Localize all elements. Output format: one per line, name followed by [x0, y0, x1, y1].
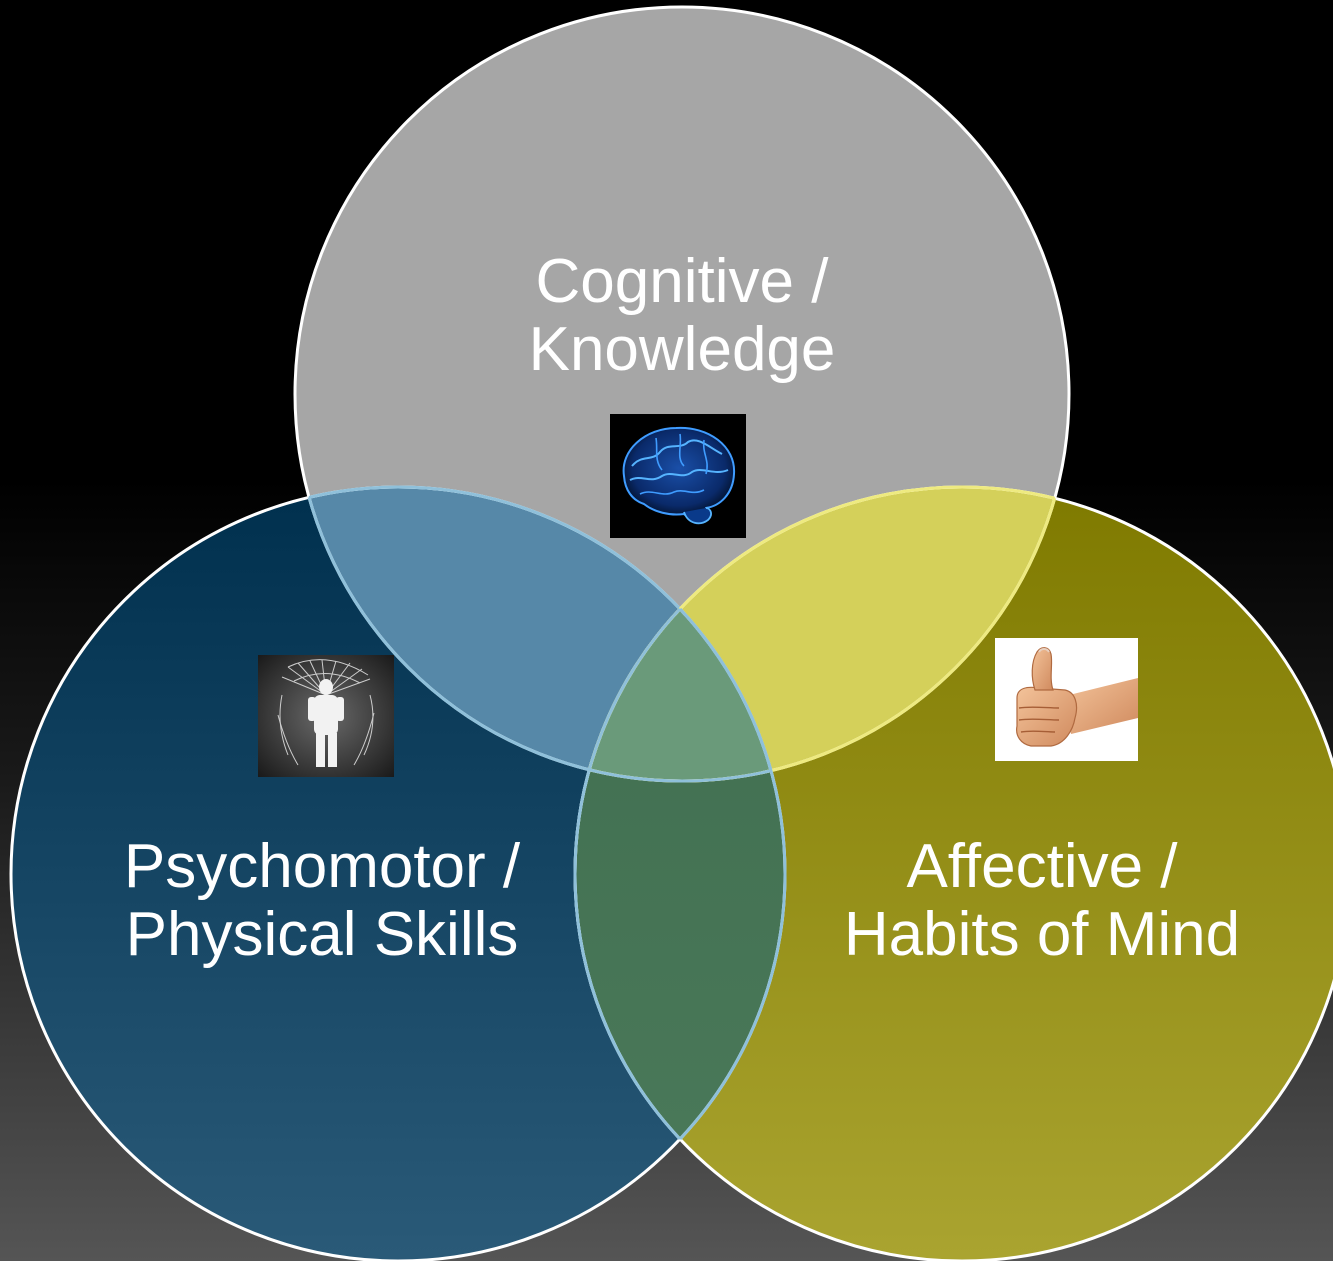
motion-figure-icon	[258, 655, 394, 777]
thumbs-up-icon	[995, 638, 1138, 761]
brain-icon	[610, 414, 746, 538]
cognitive-label-line2: Knowledge	[528, 315, 836, 384]
affective-label: Affective / Habits of Mind	[792, 833, 1292, 969]
cognitive-label-line1: Cognitive /	[535, 247, 829, 316]
psychomotor-label-line2: Physical Skills	[125, 900, 519, 969]
psychomotor-label: Psychomotor / Physical Skills	[72, 833, 572, 969]
affective-label-line2: Habits of Mind	[843, 900, 1241, 969]
overlap-cognitive-affective	[575, 487, 1069, 781]
cognitive-label: Cognitive / Knowledge	[482, 248, 882, 384]
overlap-cognitive-psychomotor	[295, 487, 785, 781]
affective-label-line1: Affective /	[906, 832, 1178, 901]
psychomotor-label-line1: Psychomotor /	[123, 832, 521, 901]
